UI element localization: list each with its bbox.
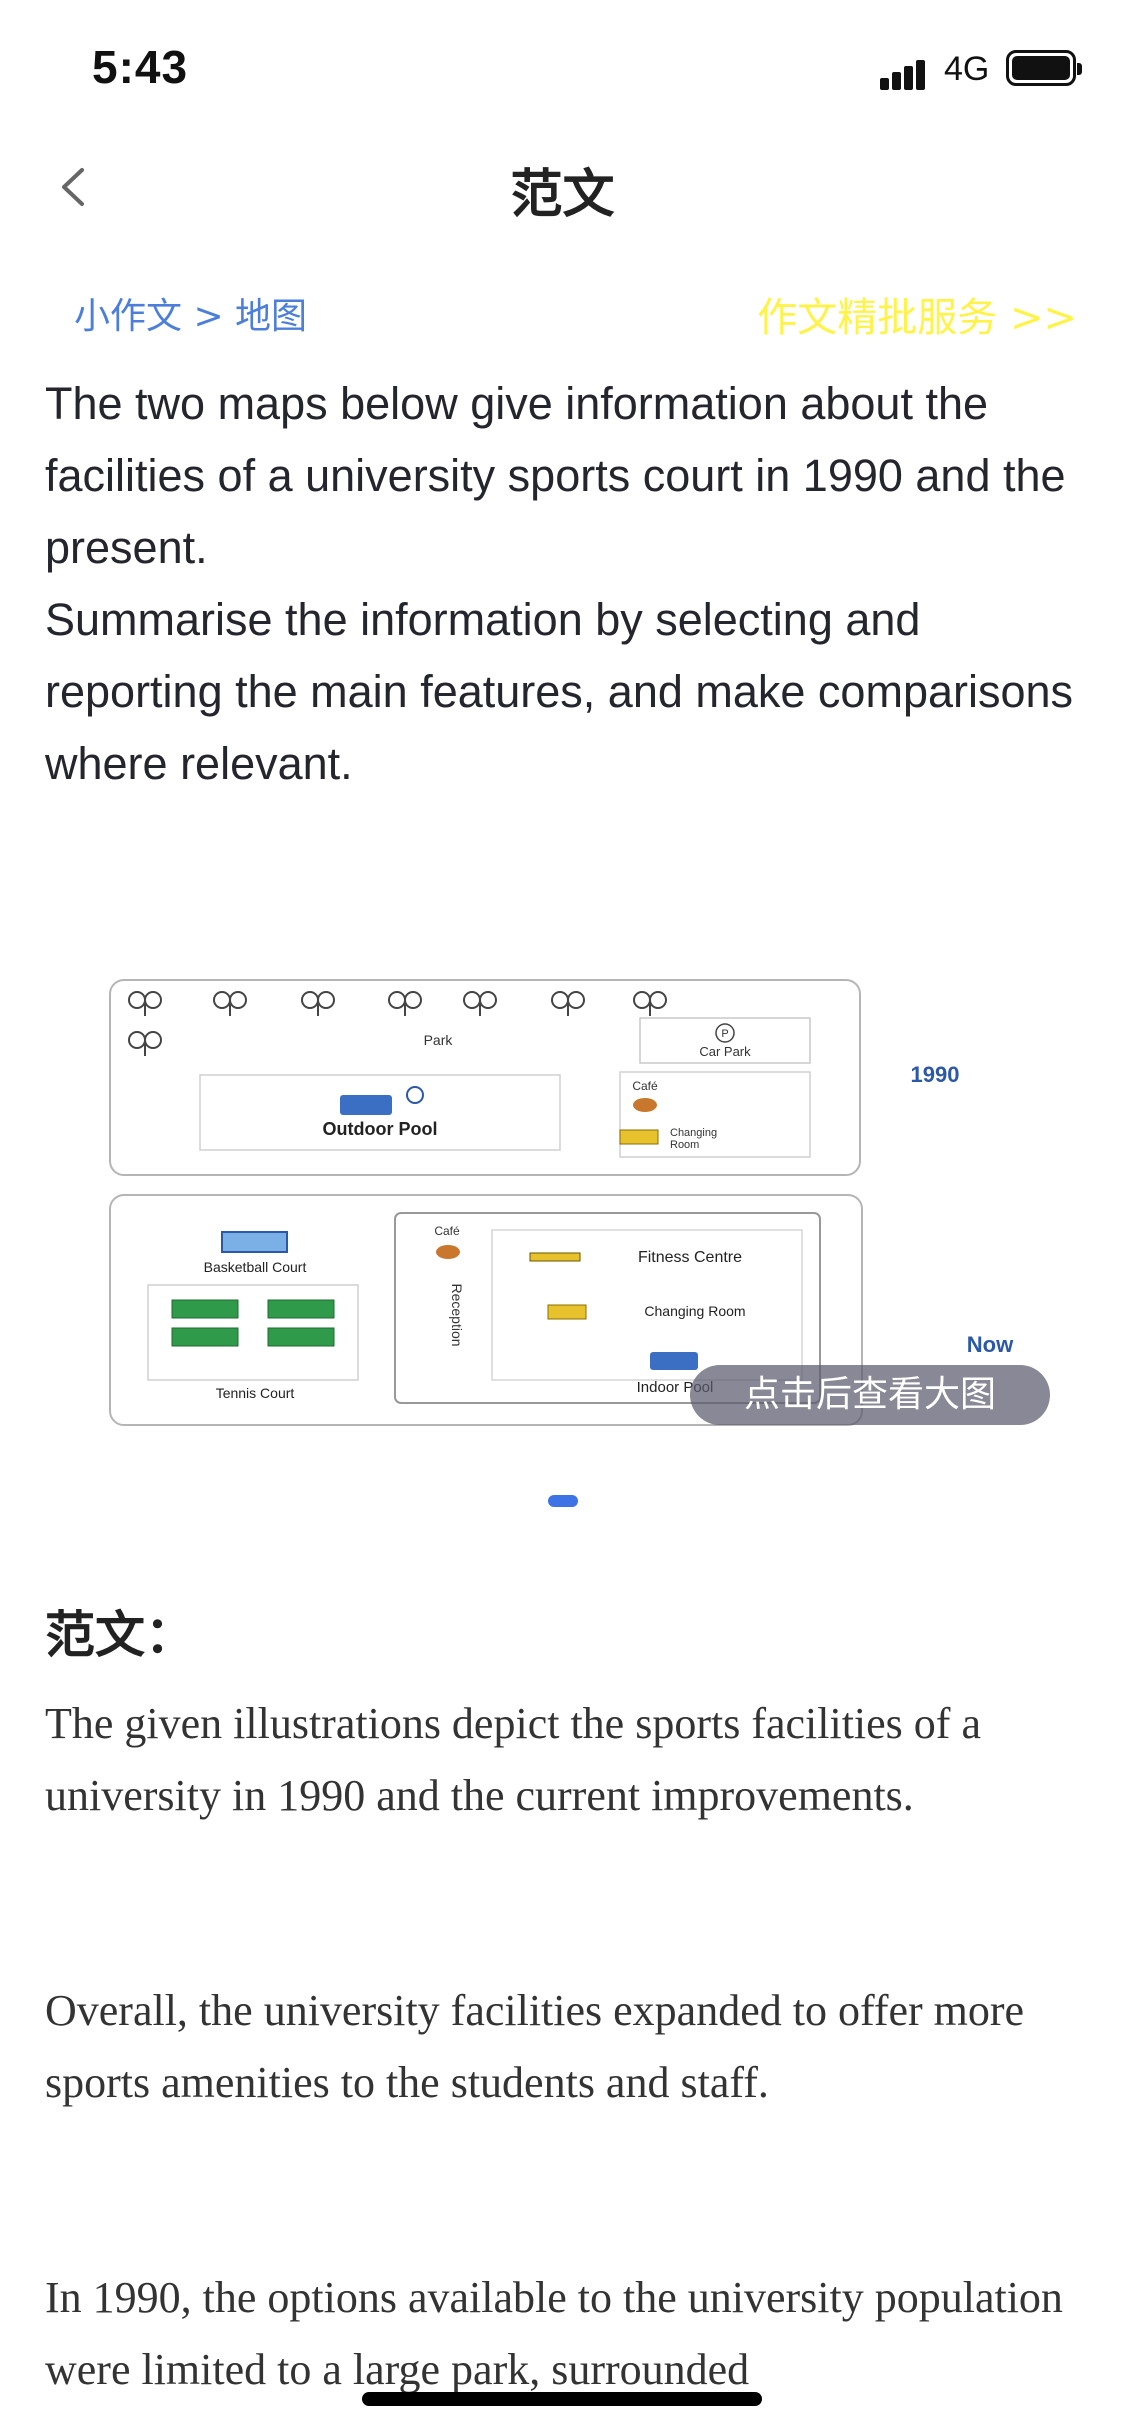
cafe-now-label: Café <box>434 1224 460 1238</box>
outdoor-pool-label: Outdoor Pool <box>323 1119 438 1139</box>
nav-bar: 范文 <box>0 132 1125 242</box>
page-title: 范文 <box>510 165 615 225</box>
basketball-court-label: Basketball Court <box>204 1259 307 1275</box>
essay-paragraph-3: In 1990, the options available to the un… <box>45 2273 1063 2394</box>
view-large-image-button[interactable]: 点击后查看大图 <box>690 1365 1050 1425</box>
tennis-court-label: Tennis Court <box>216 1385 295 1401</box>
building-outline <box>394 1212 821 1404</box>
signal-icon <box>880 60 925 90</box>
essay-paragraph-1: The given illustrations depict the sport… <box>45 1699 981 1820</box>
prompt-line-1: The two maps below give information abou… <box>45 378 1066 573</box>
fitness-centre-label: Fitness Centre <box>638 1249 742 1266</box>
essay-heading: 范文： <box>45 1606 195 1664</box>
battery-icon <box>1006 50 1082 86</box>
essay-service-link[interactable]: 作文精批服务 >> <box>757 295 1077 341</box>
network-label: 4G <box>944 50 990 88</box>
park-label: Park <box>424 1032 454 1048</box>
cafe-1990-label: Café <box>632 1079 658 1093</box>
year-now-label: Now <box>967 1332 1014 1357</box>
back-arrow-icon[interactable] <box>52 164 98 210</box>
trees-icon <box>128 991 667 1056</box>
reception-label: Reception <box>449 1283 465 1346</box>
svg-text:Room: Room <box>670 1139 699 1151</box>
status-time: 5:43 <box>92 41 189 93</box>
changing-room-now-label: Changing Room <box>644 1303 745 1319</box>
tennis-court-icon <box>171 1299 335 1347</box>
changing-room-icon <box>547 1304 587 1320</box>
dumbbell-icon <box>529 1252 581 1262</box>
pool-icon <box>340 1095 392 1115</box>
outdoor-pool-area <box>199 1074 561 1151</box>
basketball-icon <box>221 1231 288 1253</box>
sun-icon <box>406 1086 424 1104</box>
changing-room-icon <box>619 1129 659 1145</box>
parking-icon <box>715 1023 735 1043</box>
prompt-line-2: Summarise the information by selecting a… <box>45 594 1074 789</box>
pool-icon <box>650 1352 698 1370</box>
svg-text:Changing: Changing <box>670 1127 717 1139</box>
home-indicator[interactable] <box>362 2392 762 2406</box>
cafe-icon <box>633 1098 657 1112</box>
task-prompt: The two maps below give information abou… <box>45 368 1085 800</box>
car-park-area <box>639 1017 811 1064</box>
cafe-icon <box>436 1245 460 1259</box>
breadcrumb[interactable]: 小作文 > 地图 <box>74 296 308 337</box>
essay-paragraph-2: Overall, the university facilities expan… <box>45 1986 1025 2107</box>
year-1990-label: 1990 <box>911 1062 960 1087</box>
map-figure[interactable]: Park P Car Park Outdoor Pool Café Changi… <box>100 970 1060 1450</box>
svg-text:P: P <box>721 1028 728 1040</box>
page-indicator-dot <box>548 1495 578 1507</box>
status-bar: 5:43 4G <box>0 0 1125 132</box>
car-park-label: Car Park <box>699 1044 751 1059</box>
